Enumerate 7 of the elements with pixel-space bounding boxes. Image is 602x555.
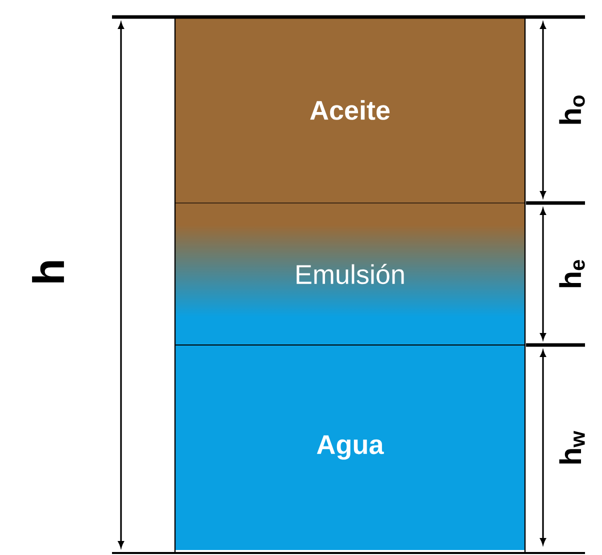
layer-box: Emulsión [175,203,525,345]
node-label: Agua [316,435,384,460]
dimension-label: h [32,261,64,282]
dimension-label: h$_{w}$ [559,430,585,464]
dimension-label: h$_{e}$ [559,260,585,288]
node-label: Aceite [310,100,390,120]
dimension-label: h$_{o}$ [559,96,585,124]
